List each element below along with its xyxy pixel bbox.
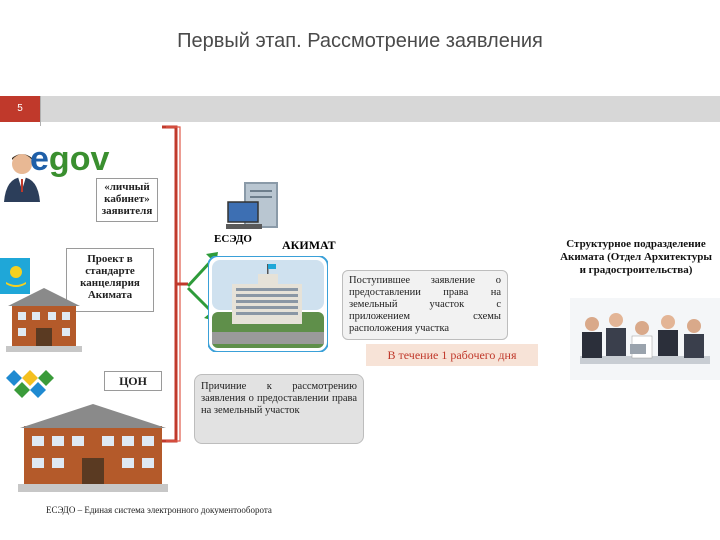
slide-header-bar xyxy=(0,96,720,122)
person-icon xyxy=(2,150,42,202)
office-team-photo xyxy=(570,298,720,380)
esedo-label: ЕСЭДО xyxy=(214,233,252,245)
page-title: Первый этап. Рассмотрение заявления xyxy=(177,30,543,52)
con-box: ЦОН xyxy=(104,371,162,391)
building-icon xyxy=(18,400,168,492)
incoming-application-note: Поступившее заявление о предоставлении п… xyxy=(342,270,508,340)
building-icon xyxy=(6,286,82,352)
akimat-building-photo xyxy=(208,256,328,352)
applicant-cabinet-box: «личный кабинет» заявителя xyxy=(96,178,158,222)
divider xyxy=(40,96,41,126)
egov-logo-gov: gov xyxy=(48,140,110,178)
akimat-label: АКИМАТ xyxy=(282,238,336,252)
kazakhstan-flag-icon xyxy=(0,258,30,294)
con-logo-icon xyxy=(2,368,54,408)
computer-icon xyxy=(224,180,282,232)
structural-unit-label: Структурное подразделение Акимата (Отдел… xyxy=(560,238,712,276)
slide-number: 5 xyxy=(0,96,40,122)
egov-logo: egov xyxy=(30,140,109,179)
reason-note: Причиние к рассмотрению заявления о пред… xyxy=(194,374,364,444)
bracket-connector xyxy=(160,124,190,444)
footnote: ЕСЭДО – Единая система электронного доку… xyxy=(46,505,272,515)
egov-logo-e: e xyxy=(30,140,49,178)
chancellery-project-box: Проект в стандарте канцелярия Акимата xyxy=(66,248,154,312)
deadline-label: В течение 1 рабочего дня xyxy=(366,344,538,366)
